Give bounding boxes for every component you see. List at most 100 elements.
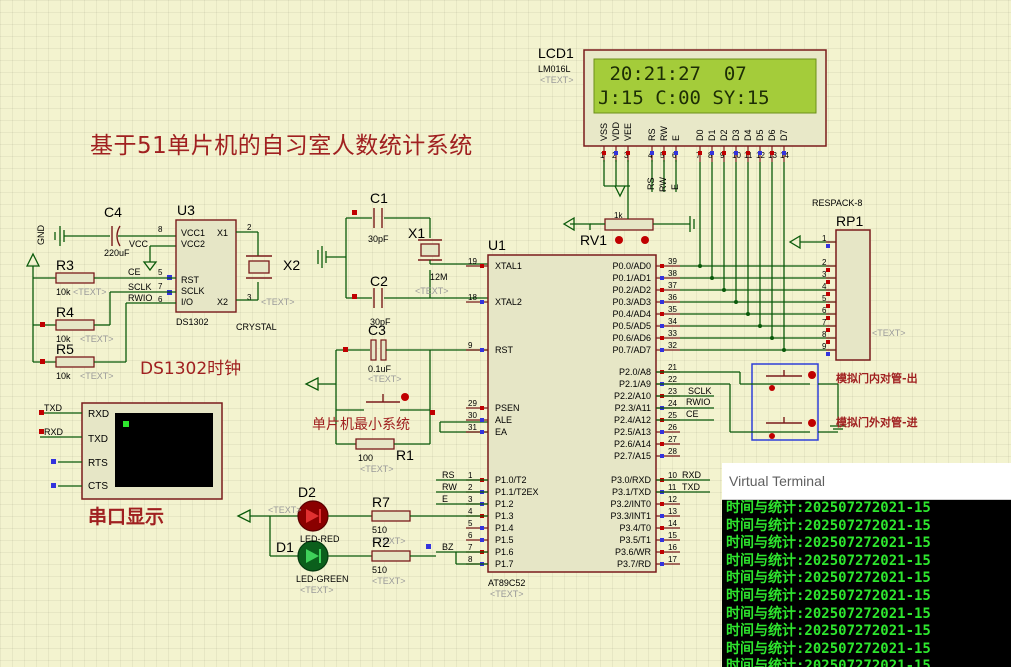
lcd-pin-num: 5 <box>660 151 665 160</box>
lcd-pin-num: 14 <box>780 151 789 160</box>
u1-right-pin-num: 25 <box>668 411 677 420</box>
u1-left-pin-num: 18 <box>468 293 477 302</box>
net-rw-u1: RW <box>442 482 457 492</box>
u1-right-pin-num: 14 <box>668 519 677 528</box>
c3-text-tag: <TEXT> <box>368 374 402 384</box>
serial-terminal-component[interactable]: RXD TXD RTS CTS TXD RXD <box>39 402 223 500</box>
pin-state-marker <box>734 151 738 155</box>
pin-state-marker <box>660 336 664 340</box>
virtual-terminal-title: Virtual Terminal <box>729 473 825 489</box>
u3-pin-vcc2: VCC2 <box>181 239 205 249</box>
r3-value: 10k <box>56 287 71 297</box>
c2-ref: C2 <box>370 273 388 289</box>
u1-mcu[interactable]: U1 AT89C52 <TEXT> XTAL119XTAL218RST9PSEN… <box>466 162 836 599</box>
lcd-pin-num: 12 <box>756 151 765 160</box>
rp1-pin-num: 6 <box>822 306 827 315</box>
r3-text-tag: <TEXT> <box>73 287 107 297</box>
r3-ref: R3 <box>56 257 74 273</box>
lcd-text-tag: <TEXT> <box>540 75 574 85</box>
pin-state-marker <box>758 151 762 155</box>
door-buttons[interactable]: 模拟门内对管-出 模拟门外对管-进 <box>656 363 918 441</box>
u1-right-pin-num: 32 <box>668 341 677 350</box>
u1-ref: U1 <box>488 237 506 253</box>
u1-left-pin-num: 5 <box>468 519 473 528</box>
wire-junction <box>758 324 762 328</box>
virtual-terminal-titlebar[interactable]: Virtual Terminal <box>722 463 1011 500</box>
lcd-component[interactable]: LCD1 LM016L <TEXT> 20:21:27 07 J:15 C:00… <box>538 45 827 162</box>
lcd-pin-num: 6 <box>672 151 677 160</box>
u1-left-pin-label: XTAL1 <box>495 261 522 271</box>
u1-left-pin-num: 6 <box>468 531 473 540</box>
u1-right-pin-label: P0.3/AD3 <box>612 297 651 307</box>
u1-right-pin-label: P0.1/AD1 <box>612 273 651 283</box>
net-rw-top: RW <box>658 177 668 192</box>
u1-left-pin-label: RST <box>495 345 514 355</box>
r7-value: 510 <box>372 525 387 535</box>
lcd-pin-label: VSS <box>599 123 609 141</box>
c4-value: 220uF <box>104 248 130 258</box>
u1-right-pin-label: P2.5/A13 <box>614 427 651 437</box>
u1-left-pin-num: 31 <box>468 423 477 432</box>
net-e-u1: E <box>442 494 448 504</box>
lcd-pin-label: D7 <box>779 129 789 141</box>
u3-pin-x1: X1 <box>217 228 228 238</box>
net-e-top: E <box>670 184 680 190</box>
u1-right-pin-label: P2.7/A15 <box>614 451 651 461</box>
net-rs-u1: RS <box>442 470 455 480</box>
u1-right-pin-label: P2.3/A11 <box>615 403 651 413</box>
u1-left-pin-label: P1.0/T2 <box>495 475 527 485</box>
terminal-pin-rxd: RXD <box>88 409 109 420</box>
u1-right-pin-label: P3.6/WR <box>615 547 652 557</box>
rp1-pin-num: 7 <box>822 318 827 327</box>
u1-right-pin-num: 38 <box>668 269 677 278</box>
rv1-value: 1k <box>614 211 623 220</box>
u1-right-pin-label: P0.4/AD4 <box>612 309 651 319</box>
lcd-pin-label: VEE <box>623 123 633 141</box>
u1-right-pin-num: 34 <box>668 317 677 326</box>
pin-state-marker <box>660 288 664 292</box>
pin-state-marker <box>480 406 484 410</box>
lcd-bus-wires: RS RW E <box>603 160 680 200</box>
u1-left-pin-num: 3 <box>468 495 473 504</box>
u3-pin-vcc1: VCC1 <box>181 228 205 238</box>
lcd-screen <box>593 58 817 114</box>
lcd-pin-num: 3 <box>624 151 629 160</box>
terminal-line: 时间与统计:202507272021-15 <box>726 552 931 569</box>
lcd-pin-num: 1 <box>600 151 605 160</box>
r7-ref: R7 <box>372 494 390 510</box>
terminal-line: 时间与统计:202507272021-15 <box>726 535 931 552</box>
r5-ref: R5 <box>56 341 74 357</box>
r1-value: 100 <box>358 453 373 463</box>
terminal-line: 时间与统计:202507272021-15 <box>726 517 931 534</box>
r2-ref: R2 <box>372 534 390 550</box>
rp1-pin-num: 2 <box>822 258 827 267</box>
net-ce-u1: CE <box>686 409 699 419</box>
u1-left-pin-label: PSEN <box>495 403 520 413</box>
r1-text-tag: <TEXT> <box>360 464 394 474</box>
u1-left-nets: RS RW E BZ <box>436 470 488 565</box>
u1-right-pin-num: 23 <box>668 387 677 396</box>
lcd-pin-label: VDD <box>611 121 621 141</box>
pin-state-marker <box>662 151 666 155</box>
ds1302-section[interactable]: GND C4 220uF VCC U3 VCC1 VCC2 RST SCLK I… <box>25 202 300 381</box>
u1-left-pin-num: 2 <box>468 483 473 492</box>
rv1-component[interactable]: 1k RV1 <box>562 200 695 248</box>
pin-state-marker <box>826 328 830 332</box>
led-section[interactable]: D2 D1 LED-RED LED-GREEN <TEXT> <TEXT> R7… <box>236 484 488 595</box>
u1-model: AT89C52 <box>488 578 525 588</box>
lcd-pin-num: 8 <box>708 151 713 160</box>
u1-right-pin-label: P2.6/A14 <box>614 439 651 449</box>
terminal-line: 时间与统计:202507272021-15 <box>726 587 931 604</box>
rp1-ref: RP1 <box>836 213 863 229</box>
c3-ref: C3 <box>368 322 386 338</box>
pin-state-marker <box>614 151 618 155</box>
min-system-section[interactable]: C1 30pF C2 30pF X1 12M <TEXT> C3 0.1uF <… <box>304 190 488 474</box>
pin-state-marker <box>826 268 830 272</box>
lcd-pin-num: 9 <box>720 151 725 160</box>
u1-right-pin-label: P0.2/AD2 <box>612 285 651 295</box>
